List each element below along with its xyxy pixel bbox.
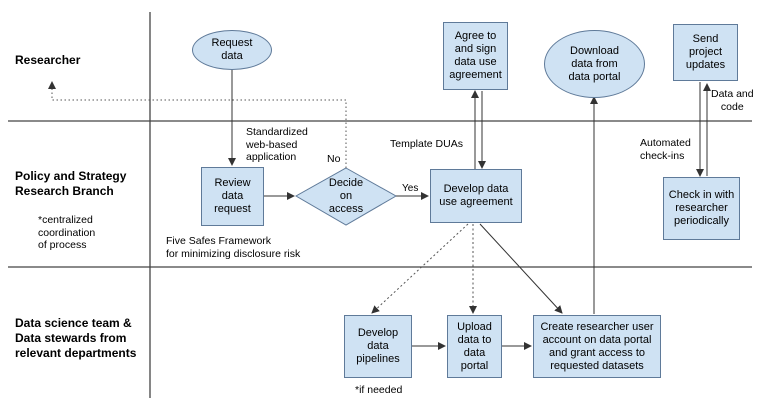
request-data-node[interactable]: Request data: [192, 30, 272, 70]
annotation-data-code: Data and code: [711, 88, 754, 113]
download-node[interactable]: Download data from data portal: [544, 30, 645, 98]
create-account-node[interactable]: Create researcher user account on data p…: [533, 315, 661, 378]
lane-label-researcher: Researcher: [15, 53, 81, 67]
send-updates-node[interactable]: Send project updates: [673, 24, 738, 81]
annotation-yes: Yes: [402, 183, 419, 194]
check-in-node[interactable]: Check in with researcher periodically: [663, 177, 740, 240]
agree-sign-node[interactable]: Agree to and sign data use agreement: [443, 22, 508, 90]
annotation-five-safes: Five Safes Framework for minimizing disc…: [166, 235, 301, 260]
arrow-dua-to-create: [479, 223, 563, 314]
arrow-dua-to-pipelines: [371, 223, 469, 314]
policy-note: *centralized coordination of process: [38, 214, 96, 251]
lane-label-policy: Policy and Strategy Research Branch: [15, 169, 127, 198]
review-node[interactable]: Review data request: [201, 167, 264, 226]
lane-label-data-team: Data science team & Data stewards from r…: [15, 316, 137, 360]
annotation-template-duas: Template DUAs: [390, 138, 463, 150]
annotation-if-needed: *if needed: [355, 384, 403, 396]
annotation-standardized: Standardized web-based application: [246, 126, 308, 163]
pipelines-node[interactable]: Develop data pipelines: [344, 315, 412, 378]
decide-diamond[interactable]: [294, 167, 398, 226]
develop-dua-node[interactable]: Develop data use agreement: [430, 169, 522, 223]
annotation-no: No: [327, 153, 341, 165]
annotation-automated: Automated check-ins: [640, 137, 691, 162]
upload-node[interactable]: Upload data to data portal: [447, 315, 502, 378]
decide-label: Decide on access: [328, 176, 364, 215]
